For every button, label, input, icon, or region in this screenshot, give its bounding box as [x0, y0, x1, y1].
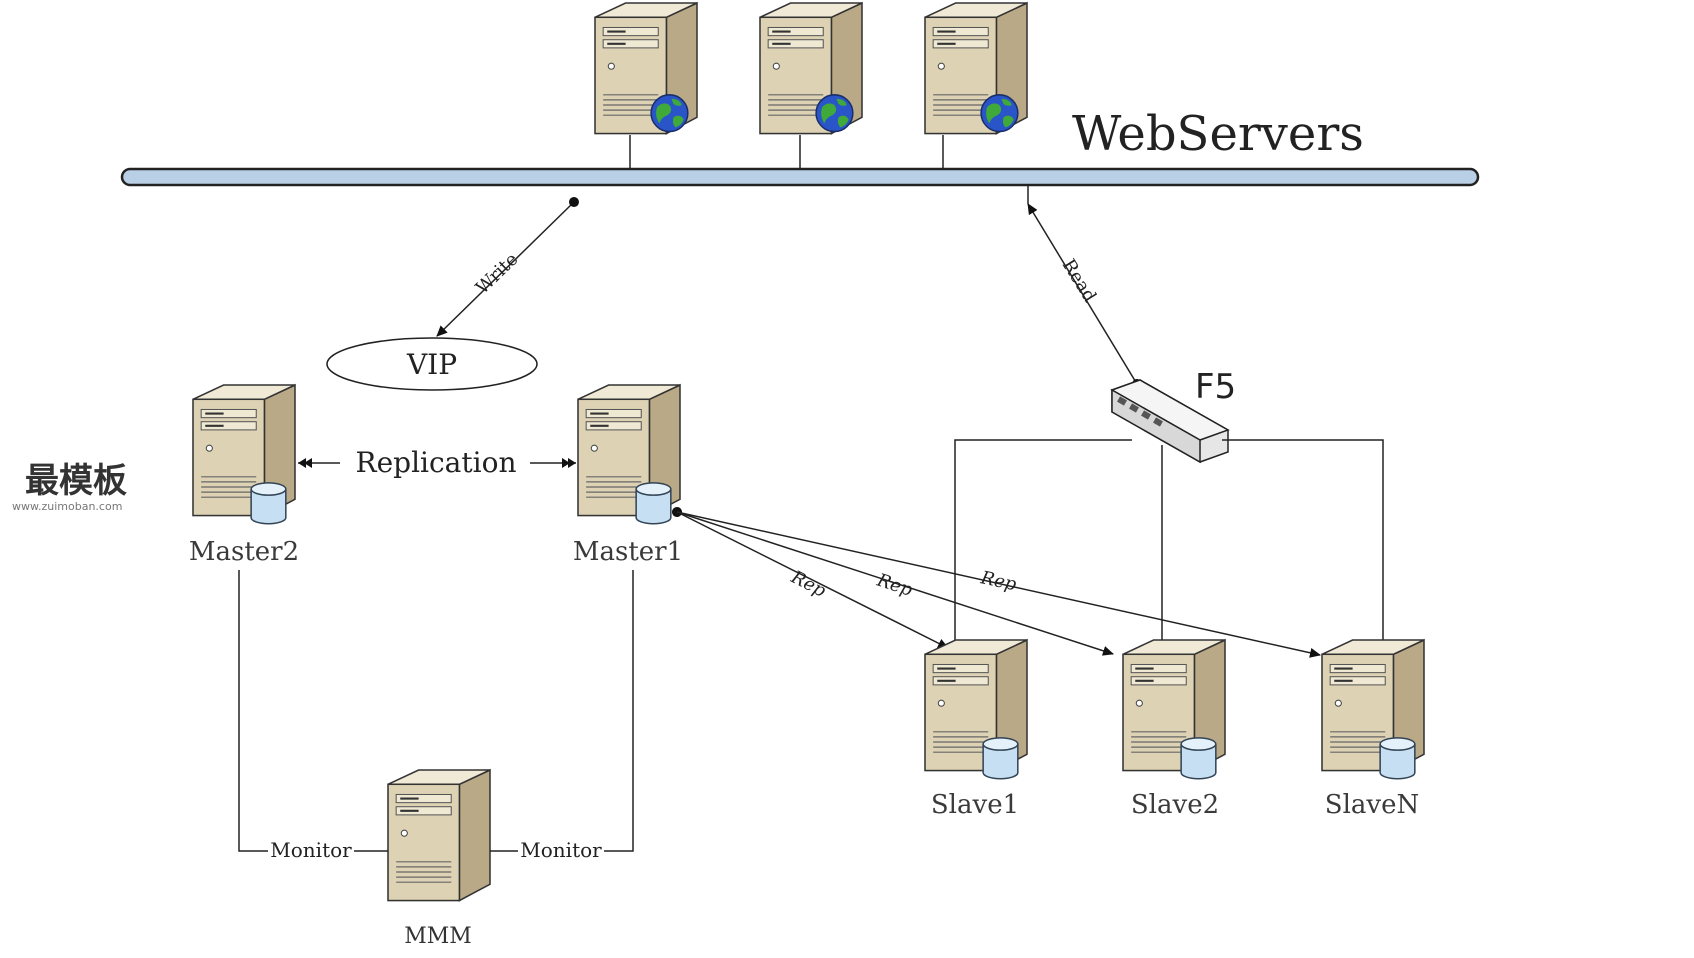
slave2-server: [1121, 638, 1227, 780]
vip-node: [326, 337, 538, 391]
web-server-1: [593, 1, 699, 135]
write-label: Write: [472, 249, 523, 299]
monitor-label-left: Monitor: [270, 838, 352, 862]
slaveN-label: SlaveN: [1325, 790, 1419, 820]
web-server-2: [758, 1, 864, 135]
read-link: [1027, 203, 1142, 389]
rep-label-1: Rep: [787, 566, 830, 602]
master1-label: Master1: [573, 537, 683, 567]
rep-label-2: Rep: [874, 569, 916, 600]
mmm-label: MMM: [404, 924, 472, 949]
master2-server: [191, 383, 297, 525]
webservers-title: WebServers: [1072, 106, 1364, 162]
rep-link-slave2: [676, 511, 1114, 656]
monitor-label-right: Monitor: [520, 838, 602, 862]
webservers-bus: [120, 167, 1480, 187]
f5-label: F5: [1195, 367, 1236, 407]
f5-switch: [1110, 379, 1230, 464]
rep-label-3: Rep: [978, 567, 1019, 595]
slave1-label: Slave1: [931, 790, 1019, 820]
vip-label: VIP: [406, 348, 457, 381]
master2-label: Master2: [189, 537, 299, 567]
slaveN-server: [1320, 638, 1426, 780]
master1-server: [576, 383, 682, 525]
monitor-link-master2: [238, 570, 388, 852]
mmm-server: [386, 768, 492, 902]
slave1-server: [923, 638, 1029, 780]
watermark-subtext: www.zuimoban.com: [12, 500, 122, 513]
read-label: Read: [1058, 256, 1100, 307]
web-server-3: [923, 1, 1029, 135]
f5-to-slaveN: [1222, 439, 1384, 648]
rep-link-slave1: [672, 507, 949, 649]
f5-to-slave1: [954, 439, 1132, 648]
replication-label: Replication: [356, 446, 517, 479]
watermark-text: 最模板: [25, 461, 127, 501]
watermark-logo: 最模板 www.zuimoban.com: [12, 461, 127, 513]
rep-link-slaveN: [676, 511, 1321, 658]
monitor-link-master1: [490, 570, 634, 852]
write-link: [436, 197, 579, 337]
slave2-label: Slave2: [1131, 790, 1219, 820]
